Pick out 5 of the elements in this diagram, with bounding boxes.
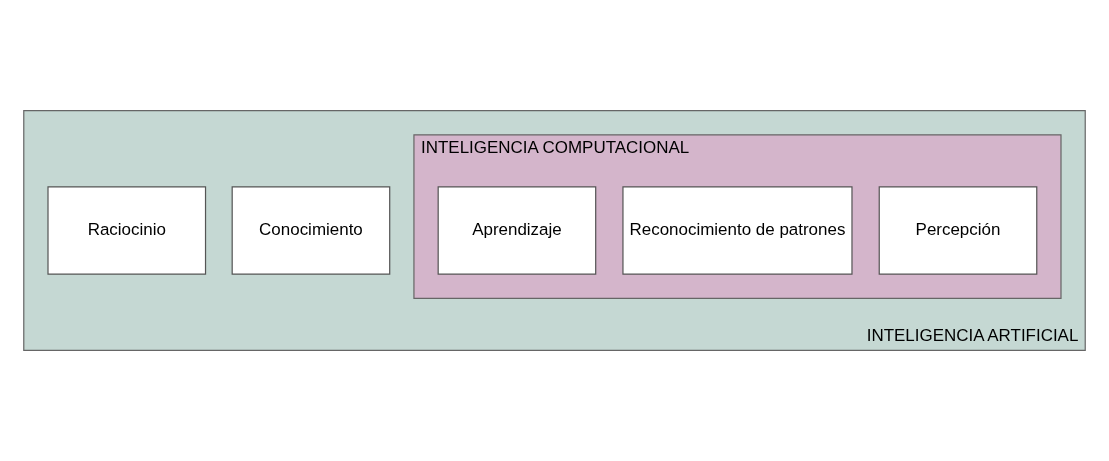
node-box: Percepción bbox=[878, 186, 1038, 275]
node-box: Raciocinio bbox=[47, 186, 207, 275]
node-box: Aprendizaje bbox=[437, 186, 597, 275]
node-box: Reconocimiento de patrones bbox=[622, 186, 853, 275]
node-box: Conocimiento bbox=[231, 186, 391, 275]
